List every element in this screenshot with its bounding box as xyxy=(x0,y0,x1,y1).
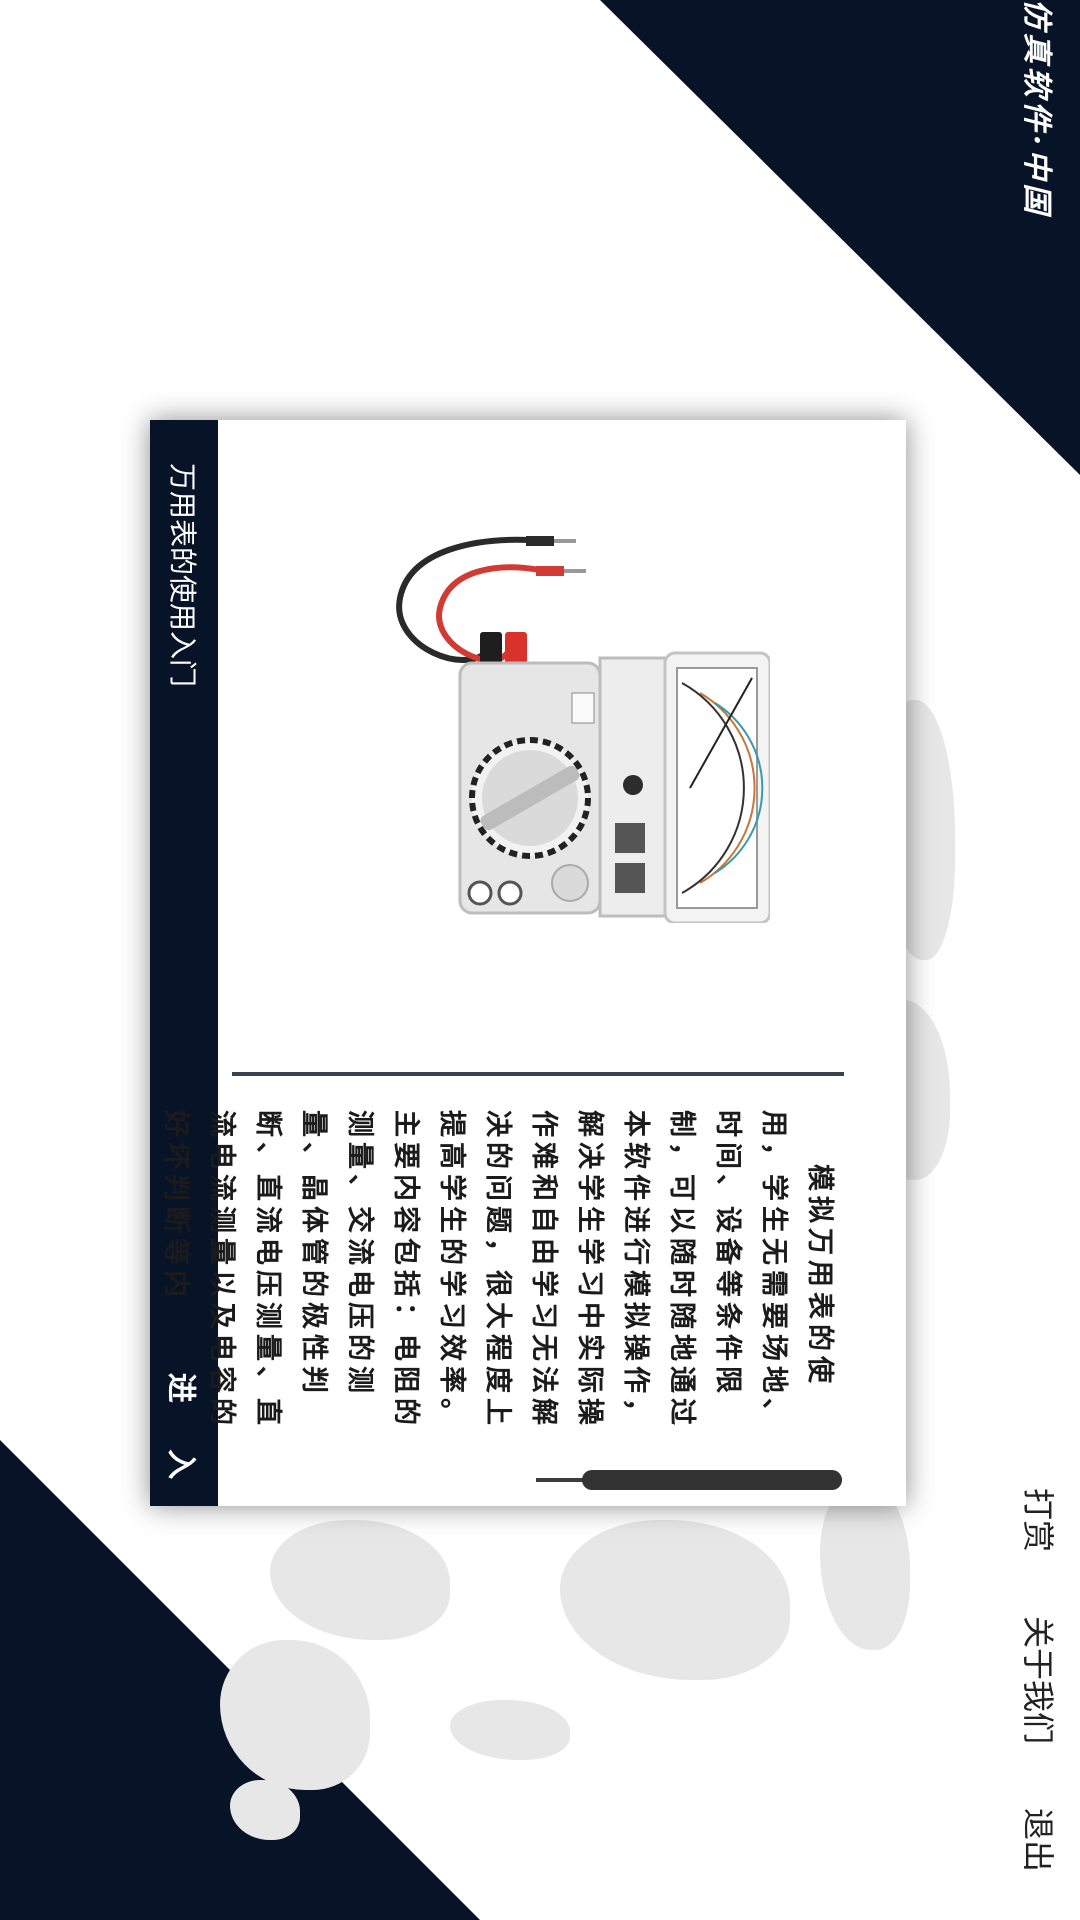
brand-text: 仿真软件·中国 xyxy=(1019,0,1054,218)
card-title-text: 万用表的使用入门 xyxy=(166,462,199,688)
brand-logo: 仿真软件·中国 xyxy=(1005,0,1075,217)
reward-label: 打赏 xyxy=(1019,1487,1057,1553)
description-scrollbar-thumb[interactable] xyxy=(582,1470,842,1490)
exit-button[interactable]: 退出 xyxy=(1000,1800,1080,1880)
multimeter-image xyxy=(330,528,772,925)
about-us-label: 关于我们 xyxy=(1019,1615,1057,1745)
enter-button[interactable]: 进 入 xyxy=(150,1373,218,1497)
description-text: 模拟万用表的使用，学生无需要场地、时间、设备等条件限制，可以随时随地通过本软件进… xyxy=(160,1110,835,1430)
exit-label: 退出 xyxy=(1019,1807,1057,1873)
description-panel[interactable]: 模拟万用表的使用，学生无需要场地、时间、设备等条件限制，可以随时随地通过本软件进… xyxy=(160,1110,842,1440)
course-card: 万用表的使用入门 xyxy=(150,420,906,1506)
about-us-button[interactable]: 关于我们 xyxy=(1000,1610,1080,1750)
card-title: 万用表的使用入门 xyxy=(150,430,218,720)
reward-button[interactable]: 打赏 xyxy=(1000,1480,1080,1560)
enter-button-label: 进 入 xyxy=(163,1372,198,1498)
content-divider xyxy=(232,1072,844,1076)
card-header-strip xyxy=(150,420,218,1506)
